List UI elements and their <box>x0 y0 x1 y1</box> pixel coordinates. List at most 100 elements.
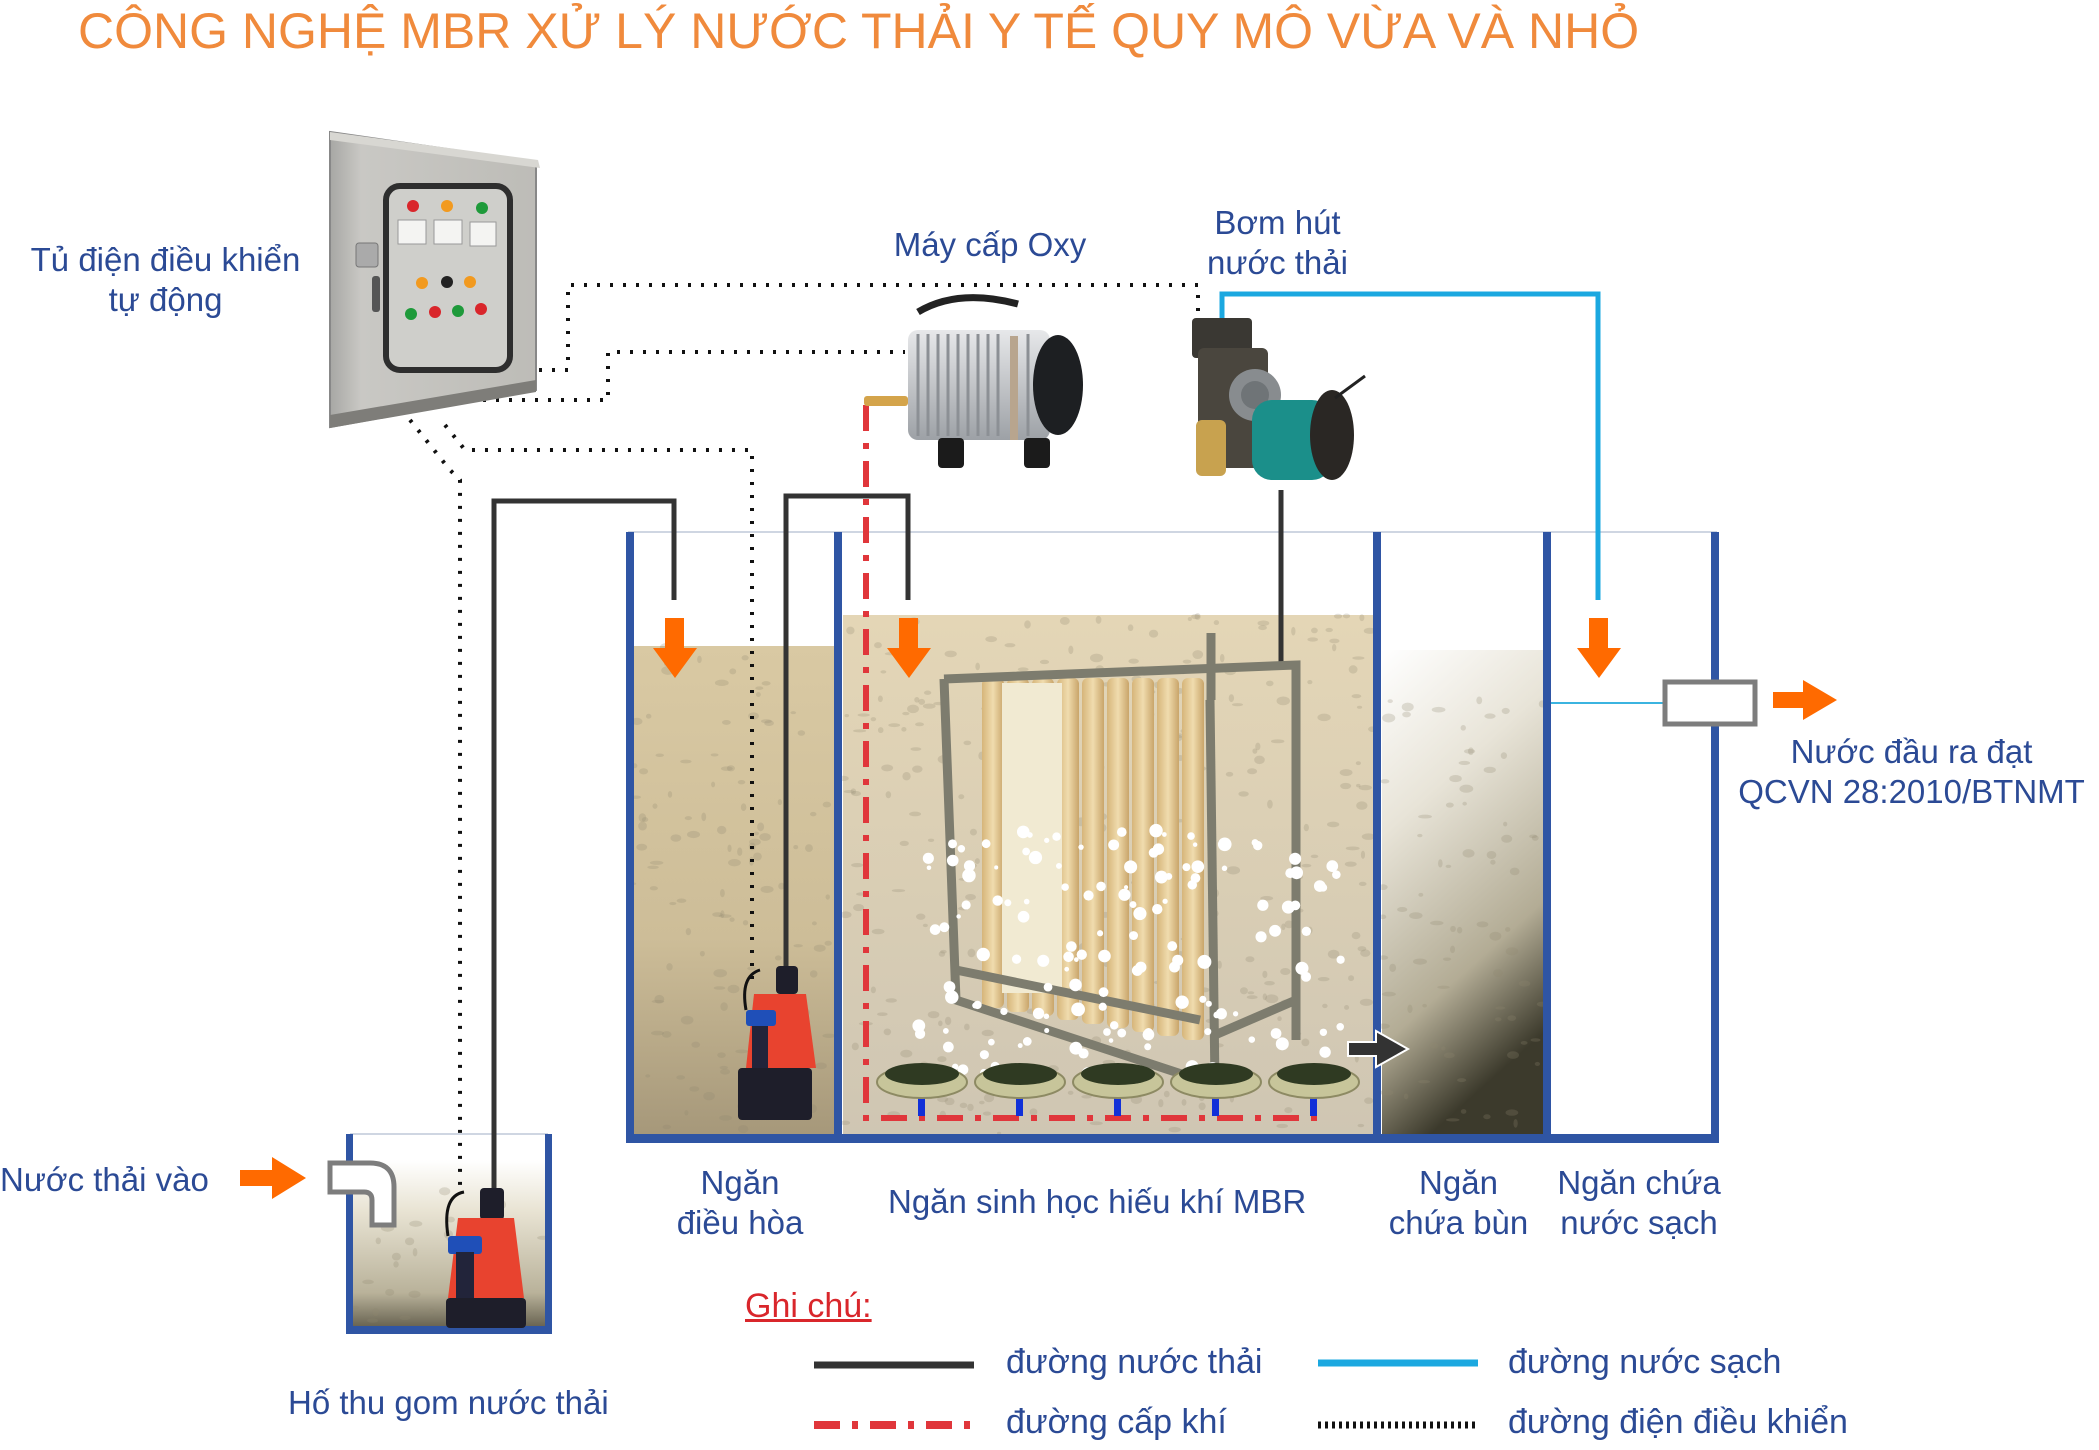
water-droplet <box>1322 1003 1328 1009</box>
water-droplet <box>742 920 749 926</box>
air-bubble <box>1257 899 1269 911</box>
water-droplet <box>649 860 664 865</box>
water-droplet <box>636 843 648 851</box>
water-droplet <box>1163 1090 1170 1098</box>
air-bubble <box>979 1050 989 1060</box>
water-droplet <box>944 1016 952 1026</box>
water-droplet <box>1364 1097 1374 1104</box>
water-droplet <box>912 765 923 773</box>
water-droplet <box>1067 1090 1074 1095</box>
membrane-sheet <box>1132 678 1154 1032</box>
water-droplet <box>1158 1099 1164 1108</box>
water-droplet <box>899 840 909 847</box>
air-bubble <box>1199 995 1207 1003</box>
water-droplet <box>793 944 803 948</box>
air-bubble <box>1043 1013 1050 1020</box>
water-droplet <box>1360 850 1366 859</box>
legend-label-air: đường cấp khí <box>1006 1403 1227 1441</box>
air-bubble <box>1182 863 1191 872</box>
air-bubble <box>1232 1011 1239 1017</box>
air-bubble <box>1301 926 1312 936</box>
air-diffuser <box>974 1063 1066 1116</box>
air-bubble <box>929 924 941 935</box>
water-droplet <box>1024 620 1031 629</box>
water-droplet <box>645 1074 651 1078</box>
air-bubble <box>1255 931 1267 943</box>
water-droplet <box>721 719 731 725</box>
water-droplet <box>412 1247 418 1257</box>
water-droplet <box>1501 834 1513 843</box>
water-droplet <box>1276 1123 1289 1129</box>
water-droplet <box>1445 1118 1460 1122</box>
air-bubble <box>1192 842 1198 847</box>
air-bubble <box>1204 1028 1212 1036</box>
water-droplet <box>1081 1095 1092 1099</box>
water-droplet <box>719 1065 728 1070</box>
water-droplet <box>759 833 771 841</box>
water-droplet <box>1247 991 1255 995</box>
water-droplet <box>839 1120 851 1126</box>
water-droplet <box>937 1056 947 1063</box>
water-droplet <box>915 722 924 727</box>
water-droplet <box>1228 694 1235 703</box>
air-bubble <box>1269 924 1282 937</box>
water-droplet <box>1225 771 1234 777</box>
water-droplet <box>870 986 876 994</box>
water-droplet <box>1495 1006 1506 1010</box>
legend-label-wastewater: đường nước thải <box>1006 1343 1263 1381</box>
water-droplet <box>1493 969 1503 977</box>
water-droplet <box>740 803 747 812</box>
water-droplet <box>1483 1114 1491 1120</box>
outflow-pipe <box>1662 679 1758 727</box>
air-bubble <box>1055 862 1062 869</box>
water-droplet <box>1361 833 1376 840</box>
water-droplet <box>1429 1042 1439 1049</box>
water-droplet <box>1004 643 1016 648</box>
water-droplet <box>1462 801 1467 806</box>
water-droplet <box>1381 991 1396 997</box>
air-bubble <box>1289 852 1302 865</box>
air-bubble <box>1191 860 1205 873</box>
water-droplet <box>1127 624 1134 632</box>
water-droplet <box>822 801 832 808</box>
air-bubble <box>1071 1002 1085 1017</box>
air-bubble <box>922 852 934 864</box>
water-droplet <box>712 912 723 917</box>
water-droplet <box>749 838 761 846</box>
flow-arrows <box>240 618 1837 1199</box>
water-droplet <box>1332 643 1337 652</box>
water-droplet <box>969 828 977 836</box>
water-droplet <box>661 1031 672 1038</box>
water-droplet <box>1226 866 1241 875</box>
water-droplet <box>1445 802 1454 808</box>
water-droplet <box>1342 613 1351 619</box>
water-droplet <box>1168 1126 1181 1133</box>
water-droplet <box>1530 1038 1541 1042</box>
air-bubble <box>1073 957 1079 962</box>
water-droplet <box>726 765 735 772</box>
air-bubble <box>1124 860 1138 874</box>
water-droplet <box>870 717 877 722</box>
water-droplet <box>1501 707 1510 715</box>
air-bubble <box>1000 1007 1008 1016</box>
water-droplet <box>684 816 692 821</box>
water-droplet <box>1380 1089 1394 1096</box>
legend-title: Ghi chú: <box>745 1287 872 1325</box>
water-droplet <box>428 1308 435 1315</box>
equalization-tank-label-line1: Ngăn <box>700 1164 780 1201</box>
water-droplet <box>885 791 892 799</box>
air-blower-device <box>864 294 1083 468</box>
air-diffuser <box>876 1063 968 1116</box>
water-droplet <box>1450 925 1456 933</box>
arrow-right-outflow <box>1773 680 1837 720</box>
water-droplet <box>1266 680 1274 687</box>
water-droplet <box>877 695 883 703</box>
water-droplet <box>1476 696 1483 705</box>
water-droplet <box>1358 881 1367 886</box>
water-droplet <box>1128 658 1139 664</box>
water-droplet <box>1360 949 1371 957</box>
water-droplet <box>651 1030 665 1036</box>
air-bubble <box>1253 840 1263 851</box>
